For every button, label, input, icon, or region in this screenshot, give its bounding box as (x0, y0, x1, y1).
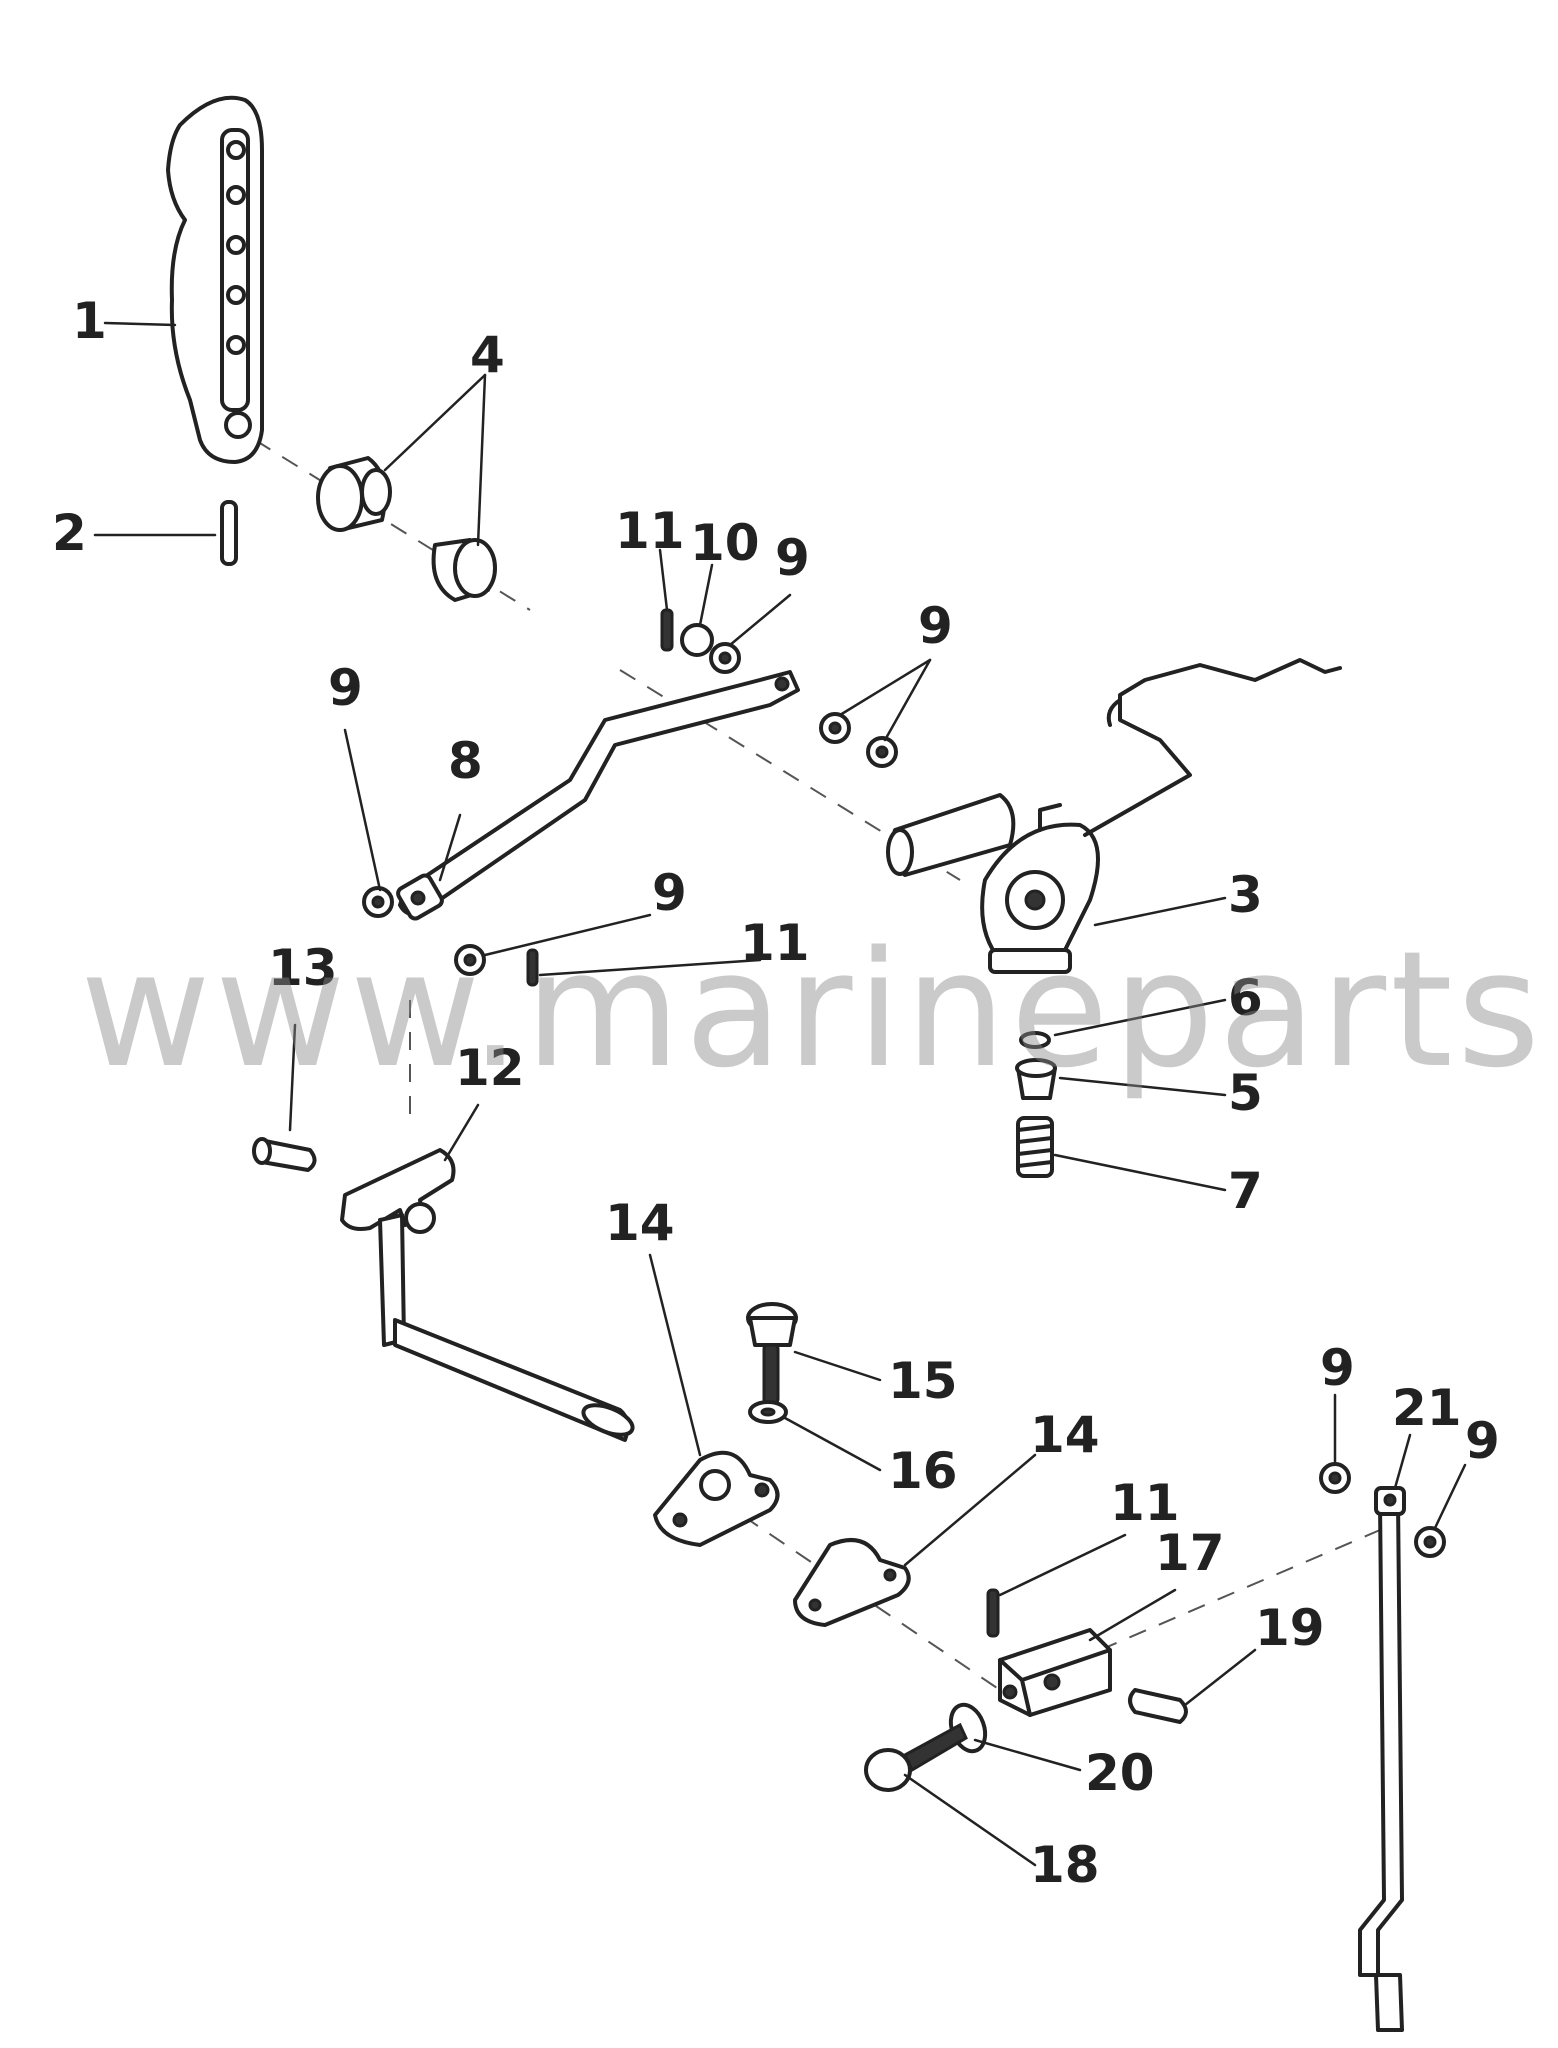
callout-9: 9 (1465, 1412, 1500, 1470)
callout-5: 5 (1228, 1064, 1263, 1122)
callout-20: 20 (1085, 1744, 1155, 1802)
part-17-clevis (998, 1628, 1112, 1717)
part-19-pin (1128, 1688, 1188, 1724)
callout-9: 9 (652, 864, 687, 922)
callout-14: 14 (605, 1194, 675, 1252)
callout-12: 12 (455, 1039, 525, 1097)
callout-11: 11 (615, 502, 685, 560)
part-2-pin (220, 500, 238, 566)
callout-16: 16 (888, 1442, 958, 1500)
callout-6: 6 (1228, 969, 1263, 1027)
part-21-rod (1358, 1486, 1406, 2032)
part-8-link-rod (396, 670, 800, 921)
callout-3: 3 (1228, 866, 1263, 924)
part-12-bellcrank (340, 1148, 635, 1442)
callout-9: 9 (775, 529, 810, 587)
part-6-washer (1019, 1031, 1051, 1049)
callout-13: 13 (268, 939, 338, 997)
part-1-throttle-lever (166, 95, 264, 464)
callout-9: 9 (328, 659, 363, 717)
part-3-cam-shaft (886, 658, 1342, 974)
part-13-bolt (252, 1137, 317, 1172)
callout-11: 11 (740, 914, 810, 972)
callout-17: 17 (1155, 1524, 1225, 1582)
callout-21: 21 (1392, 1379, 1462, 1437)
part-4-bushing-b (431, 538, 497, 602)
part-4-bushing-a (316, 456, 392, 532)
part-18-screw (864, 1722, 968, 1792)
callout-labels: 1 2 4 11 10 9 9 9 8 9 11 3 6 5 7 13 12 1… (52, 292, 1500, 1894)
part-14-bracket-b (793, 1538, 911, 1627)
callout-11: 11 (1110, 1474, 1180, 1532)
part-7-spring (1016, 1116, 1054, 1178)
nuts-rod-21 (1319, 1462, 1446, 1558)
leader-lines (93, 321, 1467, 1867)
nuts-rod (362, 712, 898, 987)
callout-18: 18 (1030, 1836, 1100, 1894)
part-16-washer (748, 1400, 788, 1424)
part-11-pin-lower (986, 1588, 1000, 1638)
watermark-text: www.marineparts.eu (80, 916, 1558, 1103)
callout-1: 1 (72, 292, 107, 350)
callout-4: 4 (470, 326, 505, 384)
callout-2: 2 (52, 504, 87, 562)
callout-9: 9 (918, 597, 953, 655)
part-5-plunger (1015, 1058, 1057, 1100)
part-15-screw (746, 1302, 798, 1405)
part-14-bracket-a (653, 1450, 780, 1547)
callout-7: 7 (1228, 1162, 1263, 1220)
callout-14: 14 (1030, 1406, 1100, 1464)
callout-15: 15 (888, 1352, 958, 1410)
callout-8: 8 (448, 732, 483, 790)
callout-9: 9 (1320, 1339, 1355, 1397)
hardware-top (660, 608, 741, 674)
callout-19: 19 (1255, 1599, 1325, 1657)
callout-10: 10 (690, 514, 760, 572)
